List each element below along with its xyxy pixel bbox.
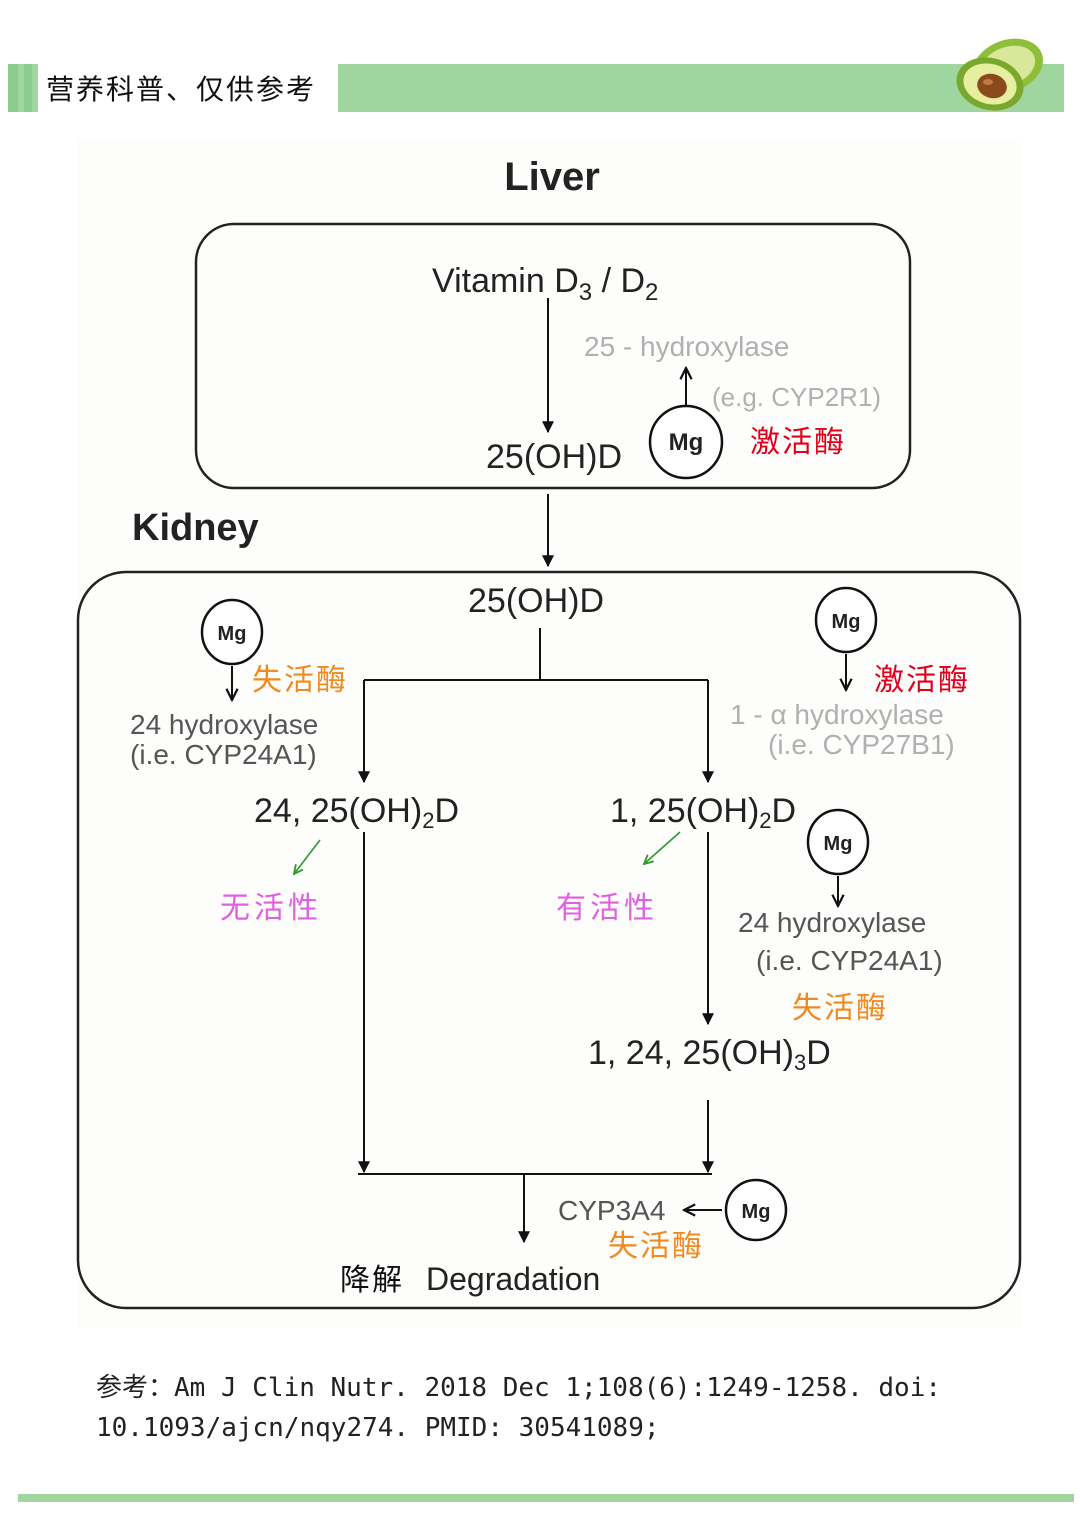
liver-enzyme-example: (e.g. CYP2R1) xyxy=(712,382,881,412)
reference: 参考：Am J Clin Nutr. 2018 Dec 1;108(6):124… xyxy=(96,1368,1056,1448)
liver-title: Liver xyxy=(504,155,600,199)
right2-enzyme: 24 hydroxylase xyxy=(738,907,926,938)
mg-label: Mg xyxy=(832,611,861,633)
mg-badge: Mg xyxy=(814,586,878,654)
degradation-cn: 降解 xyxy=(340,1263,404,1298)
reference-line-2: 10.1093/ajcn/nqy274. PMID: 30541089; xyxy=(96,1413,660,1443)
liver-enzyme: 25 - hydroxylase xyxy=(584,331,789,362)
inactive-label: 无活性 xyxy=(220,891,322,926)
mg-badge: Mg xyxy=(724,1178,788,1242)
cyp3a4-label: CYP3A4 xyxy=(558,1195,665,1226)
mg-label: Mg xyxy=(218,623,247,645)
header-title-background xyxy=(38,64,338,112)
cyp3a4-deactivate-label: 失活酶 xyxy=(608,1229,704,1264)
footer-divider xyxy=(18,1494,1074,1502)
left-deactivate-label: 失活酶 xyxy=(252,663,348,698)
left-enzyme: 24 hydroxylase xyxy=(130,709,318,740)
figure-background xyxy=(78,138,1022,1328)
trihydroxy-product: 1, 24, 25(OH)3D xyxy=(588,1034,831,1075)
kidney-split-line xyxy=(364,628,541,681)
active-label: 有活性 xyxy=(556,891,658,926)
liver-25ohd: 25(OH)D xyxy=(486,438,622,476)
right-enzyme: 1 - α hydroxylase xyxy=(730,699,944,730)
liver-box xyxy=(194,222,912,490)
pointer-inactive xyxy=(294,839,321,874)
mg-badge: Mg xyxy=(200,598,264,666)
kidney-box xyxy=(76,570,1022,1310)
kidney-title: Kidney xyxy=(132,507,259,549)
mg-label: Mg xyxy=(742,1201,771,1223)
avocado-icon xyxy=(956,38,1043,111)
kidney-25ohd: 25(OH)D xyxy=(468,582,604,620)
reference-line-1: 参考：Am J Clin Nutr. 2018 Dec 1;108(6):124… xyxy=(96,1373,942,1403)
degradation-en: Degradation xyxy=(426,1261,600,1297)
header-title: 营养科普、仅供参考 xyxy=(46,73,317,106)
right2-enzyme-example: (i.e. CYP24A1) xyxy=(756,945,943,976)
mg-badge: Mg xyxy=(806,808,870,876)
pointer-active xyxy=(644,831,681,864)
header-stripe xyxy=(8,64,18,112)
mg-badge: Mg xyxy=(648,404,724,480)
mg-label: Mg xyxy=(669,429,704,456)
liver-activate-label: 激活酶 xyxy=(750,425,846,460)
right-activate-label: 激活酶 xyxy=(874,663,970,698)
right-product: 1, 25(OH)2D xyxy=(610,792,796,833)
header-stripe xyxy=(24,64,32,112)
mg-label: Mg xyxy=(824,833,853,855)
right2-deactivate-label: 失活酶 xyxy=(792,991,888,1026)
vitamin-d-label: Vitamin D3 / D2 xyxy=(432,262,658,306)
left-enzyme-example: (i.e. CYP24A1) xyxy=(130,739,317,770)
right-enzyme-example: (i.e. CYP27B1) xyxy=(768,729,955,760)
left-product: 24, 25(OH)2D xyxy=(254,792,459,833)
